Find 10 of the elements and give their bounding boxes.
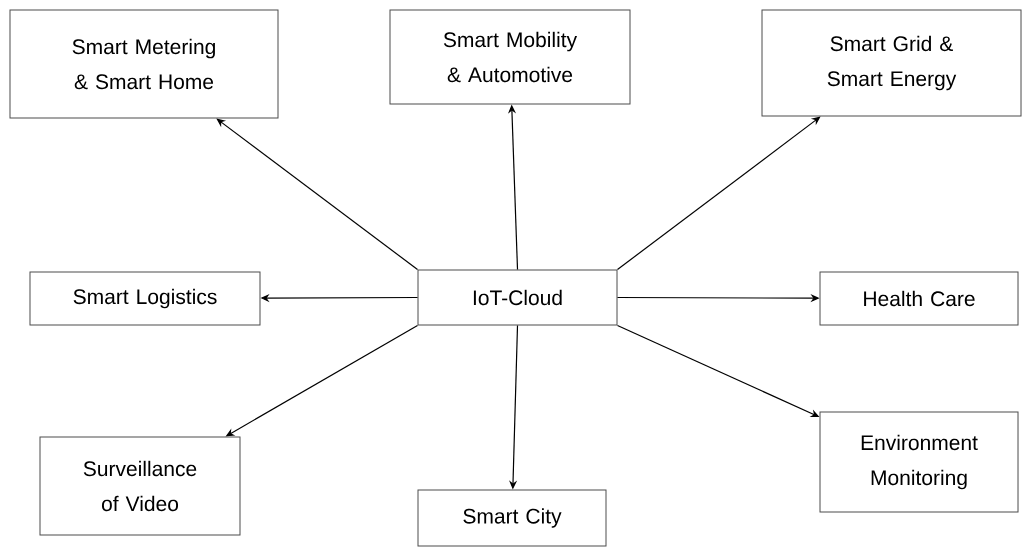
- process-box: Health Care: [819, 271, 1019, 326]
- arrow: [216, 118, 419, 271]
- process-box: Smart Logistics: [29, 271, 261, 326]
- process-box: Smart Metering & Smart Home: [9, 9, 279, 119]
- process-box: Smart Grid & Smart Energy: [761, 9, 1022, 117]
- process-box: Smart City: [417, 489, 607, 547]
- process-box: IoT-Cloud: [417, 269, 618, 326]
- process-box: Smart Mobility & Automotive: [389, 9, 631, 105]
- process-box: Environment Monitoring: [819, 411, 1019, 513]
- process-box: Surveillance of Video: [39, 436, 241, 536]
